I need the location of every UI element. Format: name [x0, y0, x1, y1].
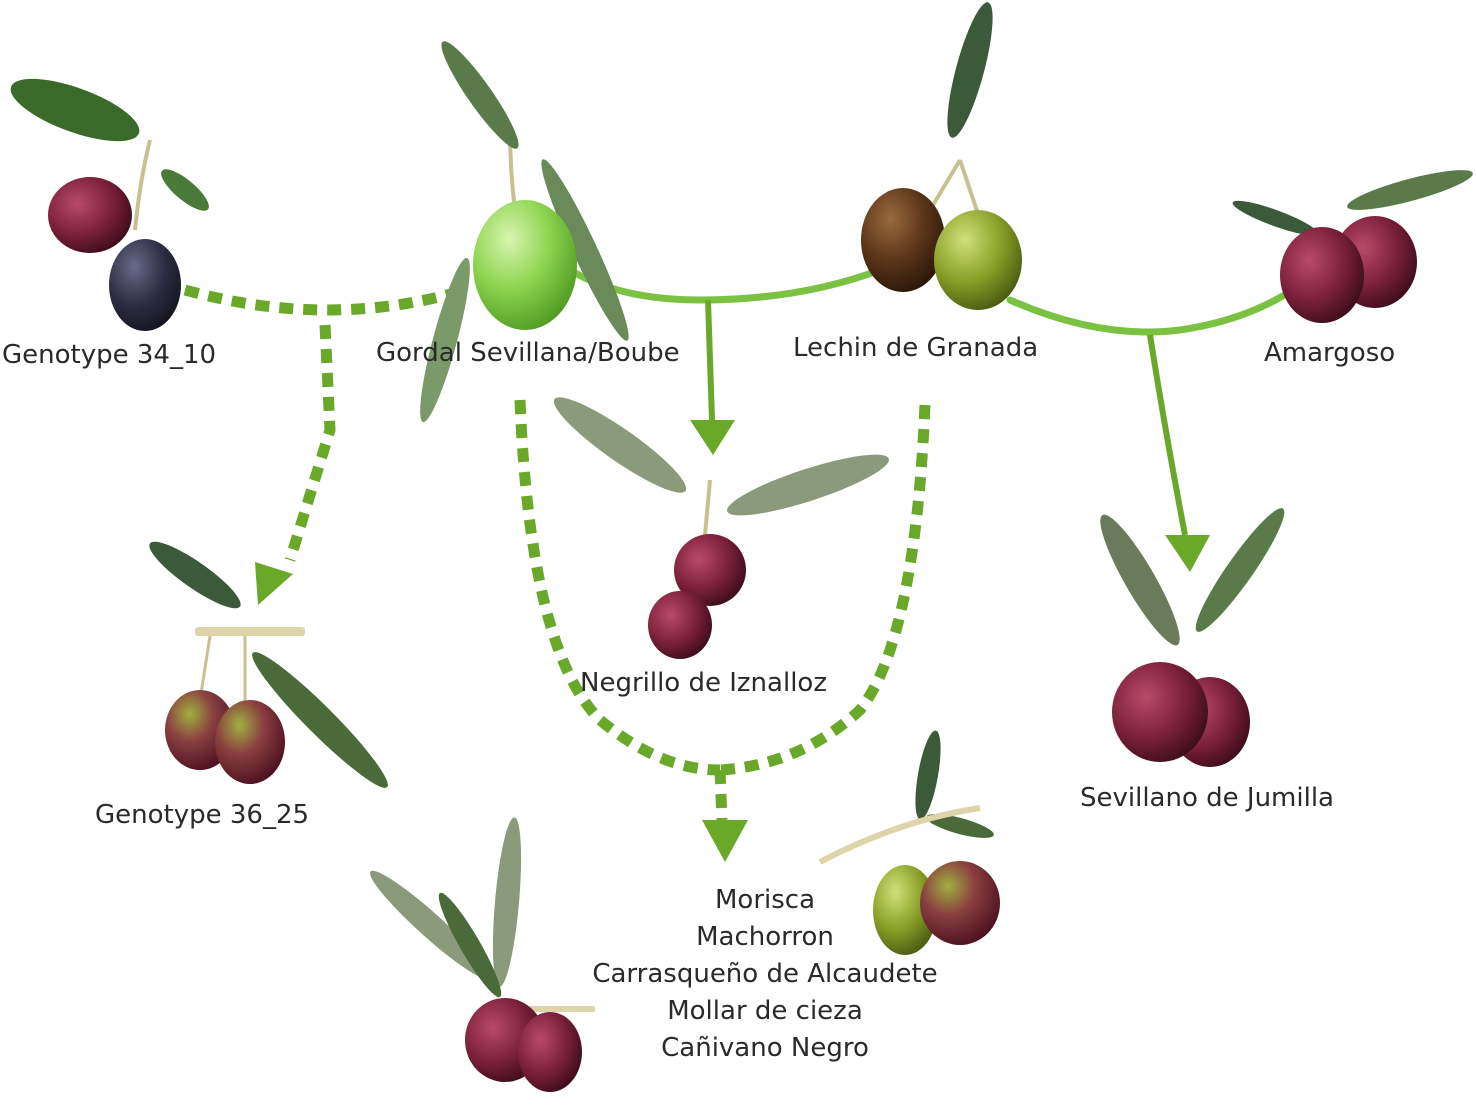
label-lechin-de-granada: Lechin de Granada: [793, 333, 1039, 363]
label-genotype-36-25: Genotype 36_25: [95, 800, 310, 830]
arrow-to-negrillo: [705, 299, 715, 421]
negrillo-illustration: [553, 397, 889, 659]
bottom-right-olive-illustration: [818, 730, 1000, 955]
gordal-illustration: [420, 41, 629, 423]
label-negrillo-de-iznalloz: Negrillo de Iznalloz: [580, 668, 827, 698]
label-genotype-34-10: Genotype 34_10: [2, 340, 217, 370]
arrowhead-group: [702, 820, 748, 862]
amargoso-illustration: [1232, 170, 1473, 323]
arrow-to-sevillano: [1147, 334, 1188, 536]
label-sevillano-de-jumilla: Sevillano de Jumilla: [1080, 783, 1334, 813]
label-amargoso: Amargoso: [1264, 338, 1396, 368]
arrowhead-negrillo: [690, 420, 735, 455]
dashed-lineage-lines: [183, 284, 931, 821]
genotype-34-10-illustration: [10, 78, 209, 331]
offspring-item: Machorron: [696, 922, 834, 952]
label-gordal-sevillana: Gordal Sevillana/Boube: [376, 338, 680, 368]
offspring-item: Mollar de cieza: [667, 996, 863, 1026]
dashed-to-36-25: [284, 324, 336, 562]
dashed-lechin-to-group: [719, 404, 931, 776]
dashed-34-10-to-gordal: [183, 284, 467, 316]
offspring-group-list: Morisca Machorron Carrasqueño de Alcaude…: [555, 882, 975, 1067]
dashed-group-stem: [714, 769, 728, 821]
arrowhead-sevillano: [1165, 535, 1210, 572]
offspring-item: Carrasqueño de Alcaudete: [592, 959, 938, 989]
dashed-gordal-to-group: [514, 399, 721, 776]
offspring-item: Cañivano Negro: [661, 1033, 869, 1063]
parent-stem: [566, 266, 1304, 336]
sevillano-jumilla-illustration: [1100, 508, 1285, 767]
arrowhead-36-25: [255, 562, 293, 605]
genotype-36-25-illustration: [149, 541, 388, 788]
lechin-illustration: [861, 2, 1022, 310]
offspring-item: Morisca: [714, 885, 816, 915]
bottom-left-olive-illustration: [370, 817, 595, 1092]
